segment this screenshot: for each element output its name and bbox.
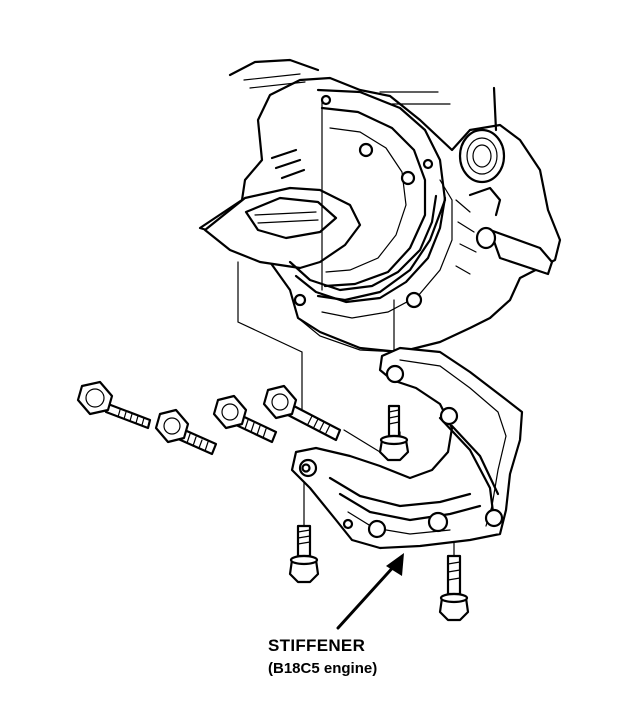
bolt-short-2	[212, 394, 278, 444]
bolt-long-1	[76, 380, 152, 430]
stiffener-bracket	[290, 346, 524, 550]
callout-title: STIFFENER	[268, 636, 366, 655]
bolt-long-2	[262, 384, 342, 442]
callout-subtitle: (B18C5 engine)	[268, 660, 378, 677]
bolt-vertical-2	[288, 524, 320, 584]
callout-arrow	[336, 553, 404, 630]
engine-block	[198, 58, 562, 354]
bolt-short-1	[154, 408, 218, 456]
bolt-vertical-3	[438, 554, 470, 622]
bolt-vertical-1	[378, 404, 410, 462]
